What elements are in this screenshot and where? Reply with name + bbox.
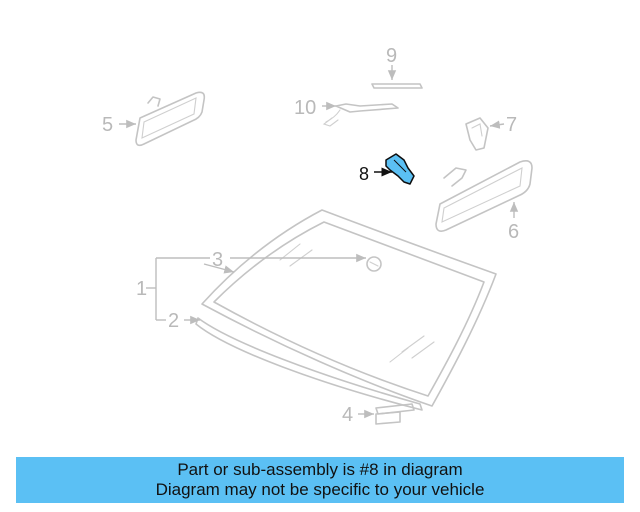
parts-diagram: 9 10 5 7 8 6 <box>102 45 533 426</box>
callout-1: 1 <box>136 278 147 300</box>
part-7-bracket <box>465 117 505 151</box>
banner-line-2: Diagram may not be specific to your vehi… <box>155 480 485 499</box>
part-5-mirror <box>119 91 206 147</box>
callout-1-bracket <box>146 257 210 321</box>
part-2-molding <box>184 315 423 411</box>
callout-5: 5 <box>102 114 113 136</box>
callout-8: 8 <box>359 164 369 184</box>
part-6-mirror <box>435 160 533 232</box>
callout-7: 7 <box>506 114 517 136</box>
part-10-harness <box>322 101 399 127</box>
callout-3: 3 <box>212 249 223 271</box>
callout-2: 2 <box>168 310 179 332</box>
info-banner: Part or sub-assembly is #8 in diagram Di… <box>16 457 624 503</box>
callout-4: 4 <box>342 404 353 426</box>
part-8-cover-highlighted <box>374 153 415 185</box>
part-9-trim-strip <box>371 65 423 89</box>
part-4-clip <box>358 403 415 425</box>
callout-6: 6 <box>508 221 519 243</box>
callout-9: 9 <box>386 45 397 67</box>
callout-3-leader <box>203 253 366 274</box>
callout-10: 10 <box>294 97 316 119</box>
part-1-windshield <box>201 209 497 407</box>
banner-line-1: Part or sub-assembly is #8 in diagram <box>177 460 463 479</box>
